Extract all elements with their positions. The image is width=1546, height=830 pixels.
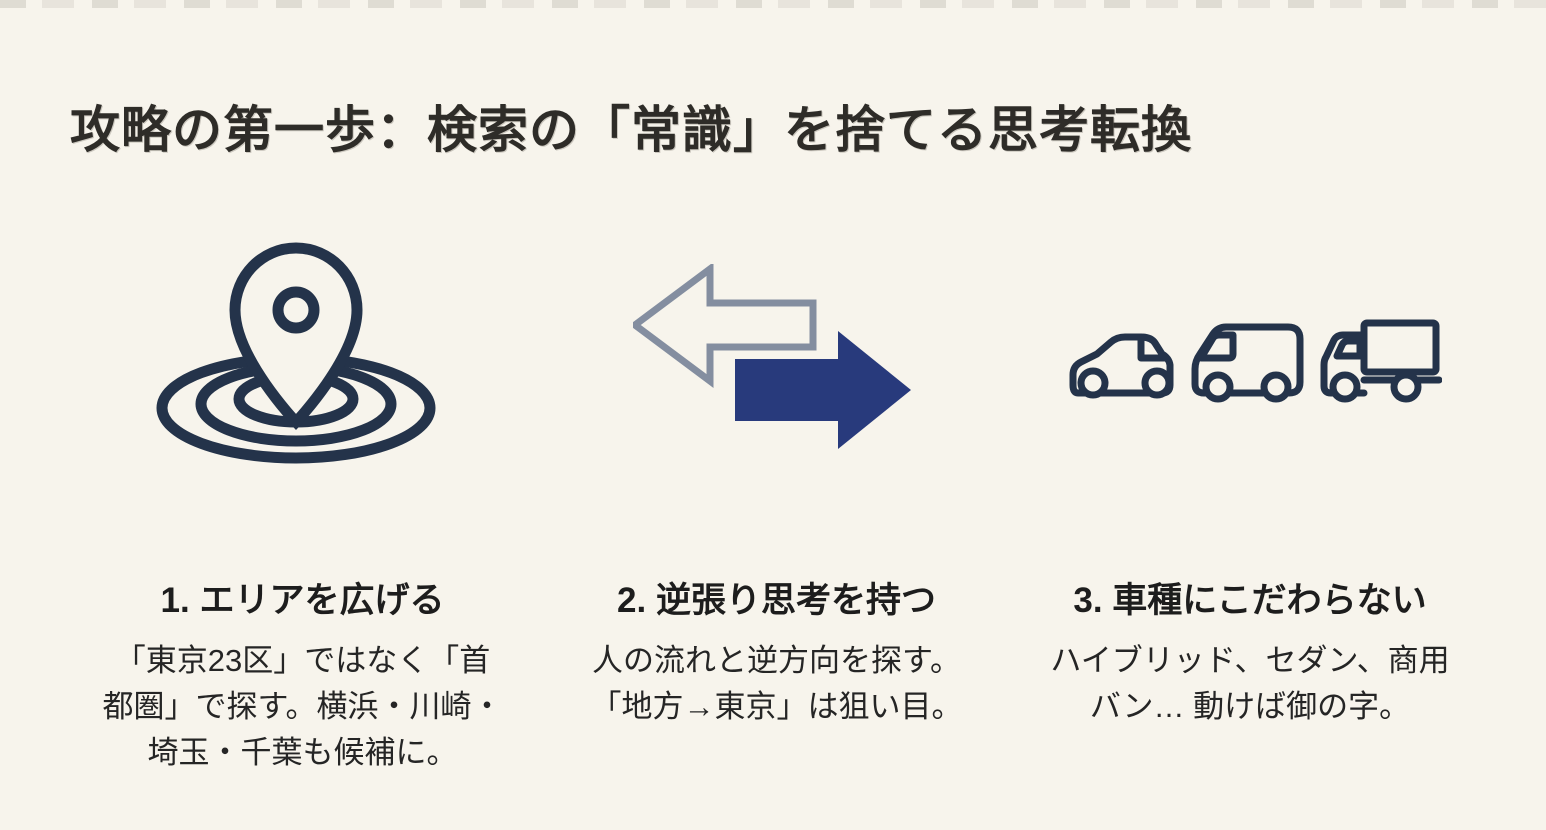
description-line: 人の流れと逆方向を探す。 [592,642,961,678]
column-1-description: 「東京23区」ではなく「首 都圏」で探す。横浜・川崎・ 埼玉・千葉も候補に。 [85,638,520,776]
swap-direction-arrows-icon [633,264,913,454]
description-line: バン… 動けば御の字。 [1089,688,1411,724]
column-1-heading: 1. エリアを広げる [160,581,445,620]
column-3-heading: 3. 車種にこだわらない [1073,581,1427,620]
column-vehicle-flexibility: 3. 車種にこだわらない ハイブリッド、セダン、商用 バン… 動けば御の字。 [1030,578,1470,730]
column-2-heading: 2. 逆張り思考を持つ [617,581,936,620]
description-line: 「地方→東京」は狙い目。 [590,688,963,724]
column-3-description: ハイブリッド、セダン、商用 バン… 動けば御の字。 [1030,638,1470,730]
vehicle-types-icon [1062,312,1442,404]
description-line: 「東京23区」ではなく「首 [114,642,491,678]
description-line: ハイブリッド、セダン、商用 [1050,642,1450,678]
column-contrarian-thinking: 2. 逆張り思考を持つ 人の流れと逆方向を探す。 「地方→東京」は狙い目。 [558,578,995,730]
cropped-content-artifact [0,0,1546,8]
description-line: 都圏」で探す。横浜・川崎・ [102,688,503,724]
page-title: 攻略の第一歩：検索の「常識」を捨てる思考転換 [70,101,1192,158]
column-2-description: 人の流れと逆方向を探す。 「地方→東京」は狙い目。 [558,638,995,730]
column-area-expand: 1. エリアを広げる 「東京23区」ではなく「首 都圏」で探す。横浜・川崎・ 埼… [85,578,520,776]
description-line: 埼玉・千葉も候補に。 [147,734,458,770]
map-pin-radius-icon [155,238,437,465]
